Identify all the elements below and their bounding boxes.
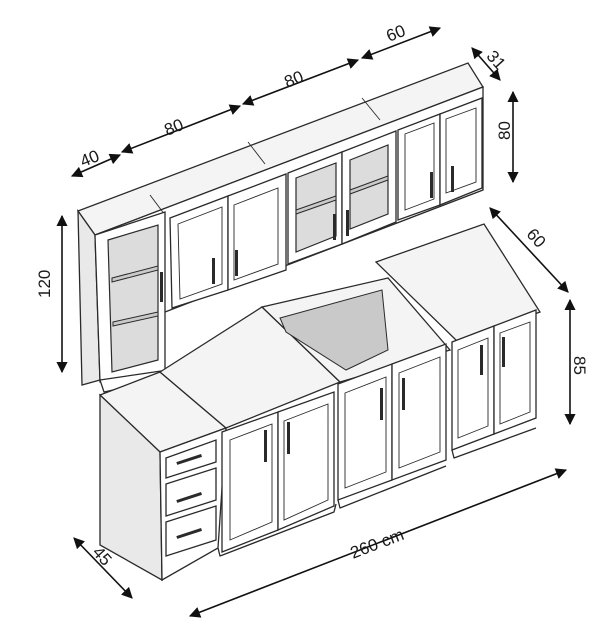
tall-glass-cabinet <box>77 208 169 393</box>
label-upper-depth: 31 <box>483 47 510 74</box>
dimension-arrows <box>56 26 576 618</box>
dim-arrow-width-60 <box>360 26 442 60</box>
dim-arrow-base-depth <box>73 537 133 599</box>
base-handle-3 <box>380 388 383 420</box>
label-base-height: 85 <box>570 356 589 375</box>
base-handle-1 <box>264 430 267 462</box>
upper-cabinets <box>76 62 484 393</box>
dim-arrow-width-80-left <box>120 104 242 154</box>
label-width-40: 40 <box>77 146 102 171</box>
upper-glass-doors-middle <box>287 130 397 265</box>
base-handle-2 <box>287 422 290 454</box>
dim-arrow-width-40 <box>70 153 122 178</box>
base-handle-4 <box>402 378 405 410</box>
dim-arrow-upper-depth <box>471 47 501 81</box>
upper-glass-handle-1 <box>333 214 336 240</box>
label-width-80-left: 80 <box>162 115 187 140</box>
base-handle-6 <box>502 337 505 367</box>
drawer-unit <box>159 427 227 582</box>
label-upper-height: 80 <box>495 121 514 140</box>
dim-arrow-width-80-mid <box>241 58 360 106</box>
upper-left-handle-2 <box>235 250 238 276</box>
upper-solid-doors-left <box>169 173 287 309</box>
label-tall-height: 120 <box>35 270 54 298</box>
base-handle-5 <box>480 345 483 375</box>
dim-arrow-total-width <box>188 468 568 618</box>
upper-right-handle-1 <box>430 172 433 198</box>
upper-solid-doors-right <box>397 97 483 221</box>
tall-cabinet-handle <box>160 272 163 302</box>
tall-cabinet-glass-door <box>107 224 159 373</box>
label-total-width: 260 cm <box>348 525 407 563</box>
base-doors-sink <box>337 343 447 501</box>
dim-arrow-base-depth-right <box>489 207 569 293</box>
sink-basin <box>279 289 389 371</box>
upper-glass-handle-2 <box>346 210 349 236</box>
upper-left-handle-1 <box>212 258 215 284</box>
upper-right-handle-2 <box>451 166 454 192</box>
base-doors-right <box>451 309 537 451</box>
